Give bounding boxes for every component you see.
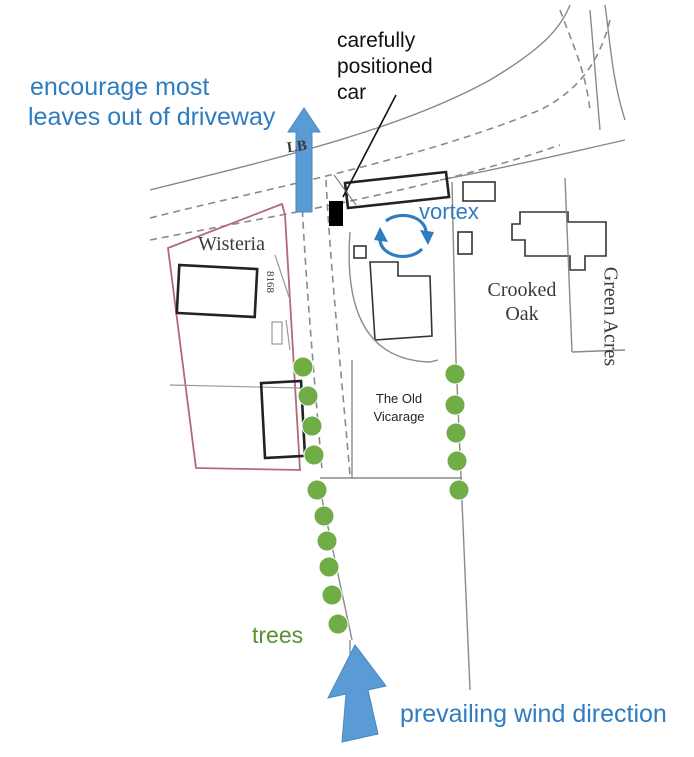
vortex-arc-bottom bbox=[378, 239, 424, 259]
driveway-dashed-right bbox=[325, 179, 351, 476]
wind-label: prevailing wind direction bbox=[400, 700, 667, 728]
trees bbox=[292, 356, 470, 635]
tree bbox=[318, 556, 340, 578]
tree bbox=[301, 415, 323, 437]
old-vicarage-house bbox=[369, 261, 433, 341]
tree bbox=[445, 422, 467, 444]
tree bbox=[303, 444, 325, 466]
old-vicarage-line-1: The Old bbox=[375, 391, 423, 406]
tree bbox=[327, 613, 349, 635]
driveway-note: encourage most leaves out of driveway bbox=[28, 72, 275, 132]
road-mark-label: LB bbox=[285, 137, 308, 157]
tree bbox=[316, 530, 338, 552]
green-acres-label: Green Acres bbox=[599, 266, 622, 367]
wisteria-house bbox=[175, 263, 259, 319]
tree bbox=[306, 479, 328, 501]
road-solid-lines bbox=[149, 4, 626, 191]
car-note-line-3: car bbox=[337, 81, 367, 104]
wisteria-boundary bbox=[167, 202, 301, 471]
wisteria-outline bbox=[167, 202, 301, 471]
old-vicarage-label: The Old Vicarage bbox=[364, 390, 434, 426]
tree bbox=[292, 356, 314, 378]
crooked-oak-line-1: Crooked bbox=[487, 279, 557, 301]
road-edge-dashed-1 bbox=[149, 19, 611, 219]
road-edge-solid-2 bbox=[439, 139, 626, 181]
road-dashed-upper bbox=[559, 9, 591, 111]
vicarage-small-box bbox=[353, 245, 367, 259]
tree bbox=[448, 479, 470, 501]
driveway-note-line-2: leaves out of driveway bbox=[28, 103, 276, 131]
tree bbox=[321, 584, 343, 606]
crooked-oak-house bbox=[511, 211, 607, 271]
car-note: carefully positioned car bbox=[337, 28, 433, 106]
plot-number-label: 8168 bbox=[264, 271, 276, 293]
tree bbox=[444, 363, 466, 385]
vortex-arrowhead-right bbox=[420, 230, 434, 245]
top-right-boundary bbox=[589, 9, 601, 131]
wisteria-label: Wisteria bbox=[198, 233, 265, 255]
car-pointer-line bbox=[342, 94, 397, 198]
plot-lines bbox=[317, 9, 626, 700]
vicarage-curve bbox=[348, 231, 439, 363]
wisteria-dim-line bbox=[274, 254, 291, 301]
car-note-line-1: carefully bbox=[337, 29, 416, 52]
tree bbox=[444, 394, 466, 416]
car-marker bbox=[329, 201, 343, 226]
crooked-oak-shed bbox=[462, 181, 496, 202]
vicarage-east-boundary bbox=[451, 181, 457, 361]
wind-direction-arrow bbox=[327, 644, 387, 743]
crooked-oak-label: Crooked Oak bbox=[481, 278, 563, 326]
driveway-note-line-1: encourage most bbox=[30, 73, 210, 101]
trees-label: trees bbox=[252, 622, 304, 648]
field-boundary bbox=[455, 359, 471, 691]
old-vicarage-line-2: Vicarage bbox=[373, 409, 425, 424]
vortex-label: vortex bbox=[419, 199, 479, 224]
vortex-arrowhead-left bbox=[374, 227, 388, 242]
tree bbox=[313, 505, 335, 527]
buildings-bold bbox=[175, 170, 451, 460]
road-edge-solid-1 bbox=[149, 4, 571, 191]
vortex-icon bbox=[378, 213, 428, 259]
tree bbox=[446, 450, 468, 472]
road-edge-solid-3 bbox=[604, 4, 626, 121]
road-edge-dashed-2 bbox=[149, 144, 561, 241]
crooked-oak-line-2: Oak bbox=[505, 303, 539, 325]
green-acres-south bbox=[571, 349, 626, 353]
car-pointer-tick bbox=[333, 174, 357, 206]
car-note-line-2: positioned bbox=[337, 55, 433, 78]
green-acres-boundary bbox=[564, 177, 573, 353]
vicarage-outbuilding bbox=[343, 170, 451, 210]
crooked-oak-small-building bbox=[457, 231, 473, 255]
wisteria-shed bbox=[271, 321, 283, 345]
wisteria-divider bbox=[169, 384, 301, 389]
tree bbox=[297, 385, 319, 407]
driveway-exit-arrow bbox=[287, 107, 321, 213]
wisteria-tick bbox=[285, 319, 291, 351]
wisteria-internal-lines bbox=[169, 254, 301, 389]
wisteria-outbuilding bbox=[259, 379, 307, 460]
vortex-arc-top bbox=[384, 213, 428, 233]
